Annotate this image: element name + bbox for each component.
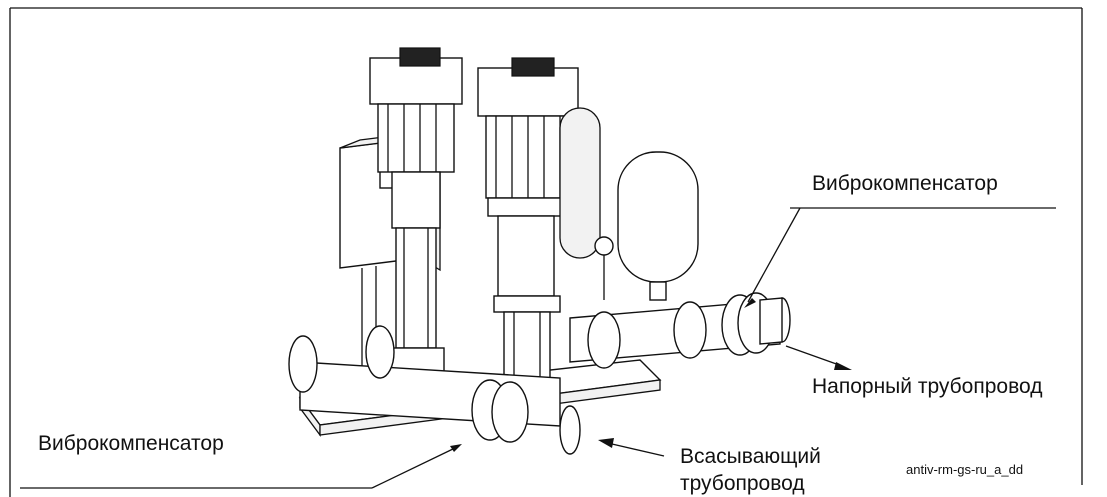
- pressure-manifold: [569, 292, 791, 369]
- compensator-bottom-leader: [371, 447, 456, 489]
- suction-pipe-arrow: [611, 443, 665, 457]
- label-suction-pipe-line2: трубопровод: [680, 472, 805, 495]
- leader-lines: [20, 207, 1056, 489]
- compensator-top-leader: [747, 207, 801, 303]
- label-suction-pipe-line1: Всасывающий: [680, 445, 821, 468]
- pressure-pipe-arrowhead: [834, 362, 852, 370]
- suction-manifold: [288, 325, 581, 455]
- label-compensator-top: Виброкомпенсатор: [812, 172, 998, 195]
- expansion-tanks: [559, 107, 699, 301]
- pump-front: [477, 57, 579, 393]
- reference-code: antiv-rm-gs-ru_a_dd: [906, 462, 1023, 477]
- pressure-pipe-arrow: [785, 345, 843, 367]
- label-pressure-pipe: Напорный трубопровод: [812, 375, 1042, 398]
- compensator-bottom-arrowhead: [450, 444, 462, 452]
- drawing-frame: [9, 7, 1083, 497]
- label-compensator-bottom: Виброкомпенсатор: [38, 432, 224, 455]
- suction-pipe-arrowhead: [598, 438, 614, 448]
- compensator-top-arrowhead: [744, 298, 756, 308]
